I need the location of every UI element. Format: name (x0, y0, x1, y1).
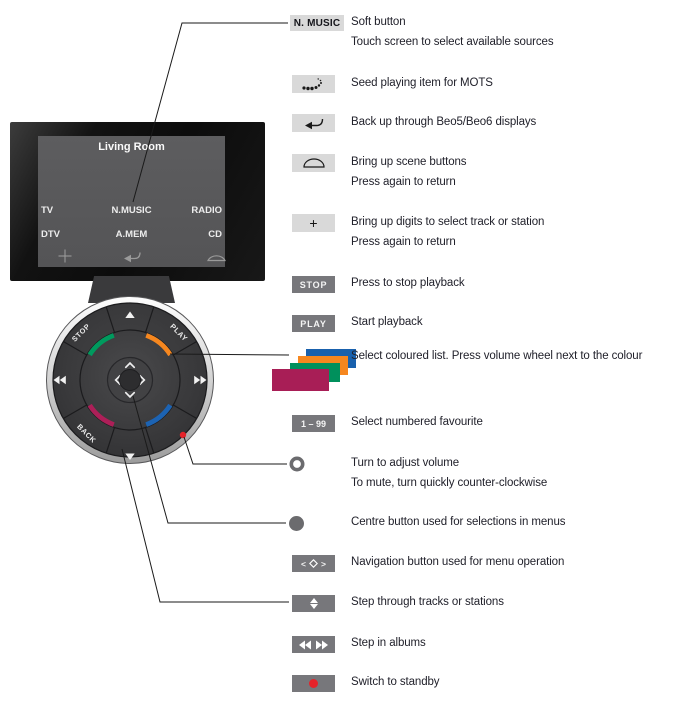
legend-text: Turn to adjust volume (351, 457, 460, 469)
standby-dot[interactable] (179, 431, 187, 439)
legend-text: Step in albums (351, 637, 426, 649)
centre-button[interactable] (119, 369, 141, 391)
digits-button: + (292, 214, 335, 232)
zone-title: Living Room (98, 141, 165, 153)
legend-text: Soft button (351, 16, 406, 28)
step-button-legend (292, 595, 335, 612)
centre-button-icon (289, 516, 304, 531)
numbered-favourite-button: 1 – 99 (292, 415, 335, 432)
legend-text: Navigation button used for menu operatio… (351, 556, 565, 568)
step-icon (309, 597, 318, 610)
album-forward-icon[interactable] (194, 375, 207, 385)
back-button (292, 114, 335, 132)
legend-text: Start playback (351, 316, 423, 328)
back-arrow-icon[interactable] (122, 249, 142, 263)
scene-icon (302, 158, 325, 168)
n-music-soft-button: N. MUSIC (290, 15, 344, 31)
stop-button: STOP (292, 276, 335, 293)
legend-text: Bring up scene buttons (351, 156, 467, 168)
soft-button-dtv[interactable]: DTV (41, 229, 60, 240)
standby-icon (309, 679, 318, 688)
legend-text: Bring up digits to select track or stati… (351, 216, 545, 228)
control-wheel[interactable]: STOP PLAY BACK (44, 294, 216, 466)
legend-text: To mute, turn quickly counter-clockwise (351, 477, 548, 489)
soft-button-radio[interactable]: RADIO (191, 205, 222, 216)
legend-text: Select numbered favourite (351, 416, 483, 428)
step-up-icon[interactable] (125, 311, 135, 319)
legend-text: Press to stop playback (351, 277, 465, 289)
back-arrow-icon (304, 118, 323, 130)
digits-icon[interactable] (57, 248, 73, 264)
magenta-list-arc[interactable] (87, 403, 115, 427)
orange-list-arc[interactable] (145, 333, 173, 357)
albums-step-icon (299, 640, 328, 649)
legend-text: Step through tracks or stations (351, 596, 504, 608)
soft-button-tv[interactable]: TV (41, 205, 54, 216)
legend-text: Press again to return (351, 236, 456, 248)
digits-icon: + (309, 215, 318, 231)
soft-button-nmusic[interactable]: N.MUSIC (111, 205, 152, 216)
mots-seed-button (292, 75, 335, 93)
album-back-icon[interactable] (53, 375, 66, 385)
scene-button (292, 154, 335, 172)
albums-button-legend (292, 636, 335, 653)
soft-button-amem[interactable]: A.MEM (115, 229, 148, 240)
navigation-button-icon: < > (301, 558, 326, 569)
standby-button-legend (292, 675, 335, 692)
navigation-button-legend: < > (292, 555, 335, 572)
legend-text: Seed playing item for MOTS (351, 77, 493, 89)
green-list-arc[interactable] (87, 333, 115, 357)
beo5-screen-bezel: Living Room TV N.MUSIC RADIO DTV A.MEM C… (10, 122, 265, 281)
legend-text: Select coloured list. Press volume wheel… (351, 350, 643, 362)
mots-seed-icon (302, 78, 322, 91)
legend-text: Centre button used for selections in men… (351, 516, 566, 528)
legend-text: Switch to standby (351, 676, 440, 688)
legend-text: Press again to return (351, 176, 456, 188)
volume-wheel-icon (289, 456, 305, 472)
scene-icon[interactable] (206, 251, 227, 262)
navigation-arrows (114, 361, 146, 399)
legend-text: Touch screen to select available sources (351, 36, 554, 48)
magenta-list-block (272, 369, 329, 391)
legend-text: Back up through Beo5/Beo6 displays (351, 116, 537, 128)
soft-button-cd[interactable]: CD (208, 229, 222, 240)
touch-screen[interactable]: Living Room TV N.MUSIC RADIO DTV A.MEM C… (38, 136, 227, 267)
play-button: PLAY (292, 315, 335, 332)
